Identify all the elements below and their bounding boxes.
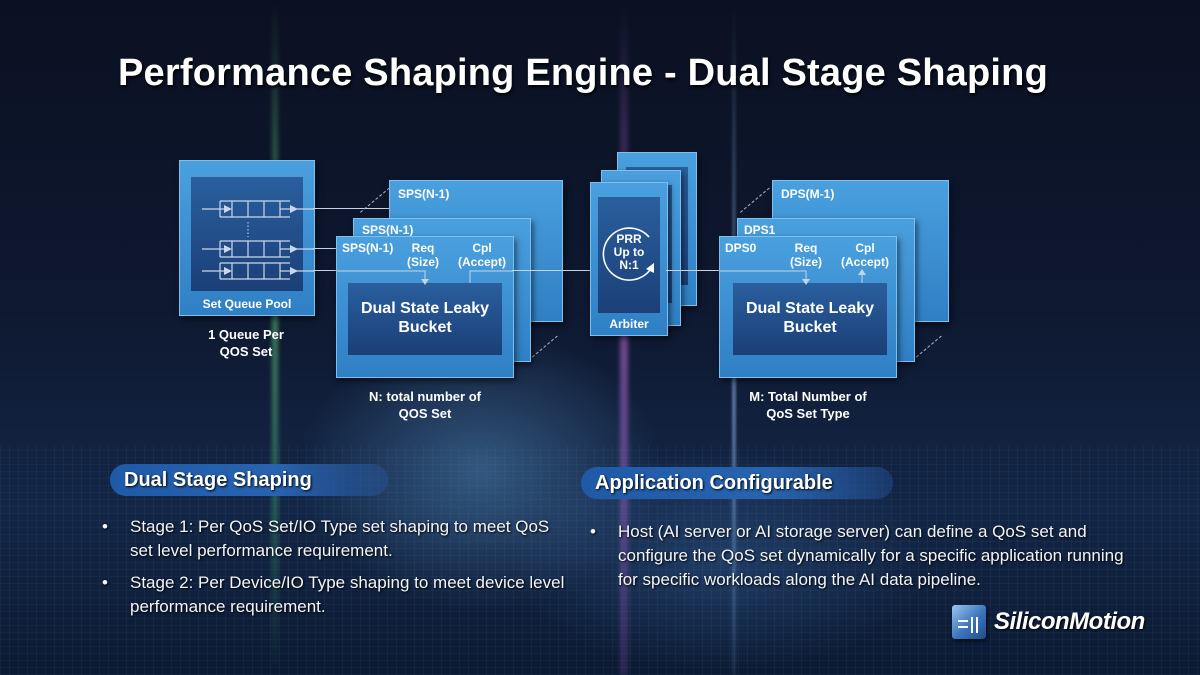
leaky-bucket-label: Dual State Leaky Bucket: [348, 299, 502, 337]
caption-line: QoS Set Type: [766, 406, 850, 421]
arbiter-inner: [598, 197, 660, 313]
req-label: Req (Size): [782, 241, 830, 269]
siliconmotion-logo: SiliconMotion: [952, 605, 1145, 639]
bucket-text: Dual State Leaky: [360, 300, 490, 317]
bullet-text: Stage 1: Per QoS Set/IO Type set shaping…: [130, 517, 550, 560]
siliconmotion-cube-icon: [952, 605, 986, 639]
caption-line: QOS Set: [398, 406, 452, 421]
req-text: Req: [411, 241, 435, 255]
sps-label: SPS(N-1): [342, 241, 394, 255]
bullet-item: • Stage 2: Per Device/IO Type shaping to…: [100, 571, 570, 619]
arbiter-card-front: PRR Up to N:1 Arbiter: [590, 182, 668, 336]
queue-pool-caption: 1 Queue Per QOS Set: [176, 326, 316, 360]
light-beam: [620, 0, 628, 675]
prr-label: PRR Up to N:1: [591, 233, 667, 272]
cpl-accept-text: (Accept): [840, 255, 889, 269]
logo-text: SiliconMotion: [994, 608, 1145, 635]
connector-line: [666, 270, 720, 271]
dps-label: DPS1: [744, 223, 776, 237]
light-beam: [272, 0, 278, 675]
req-label: Req (Size): [399, 241, 447, 269]
queue-pool-label: Set Queue Pool: [202, 297, 292, 311]
sps-card-front: SPS(N-1) Req (Size) Cpl (Accept) Dual St…: [336, 236, 514, 378]
page-title: Performance Shaping Engine - Dual Stage …: [118, 52, 1048, 94]
cpl-label: Cpl (Accept): [453, 241, 511, 269]
queue-icon: [202, 200, 314, 280]
sps-caption: N: total number of QOS Set: [350, 388, 500, 422]
bucket-text: Bucket: [398, 319, 452, 336]
arbiter-label: Arbiter: [609, 317, 649, 331]
perspective-line: [912, 335, 942, 361]
cpl-text: Cpl: [855, 241, 875, 255]
bullet-text: Stage 2: Per Device/IO Type shaping to m…: [130, 573, 565, 616]
leaky-bucket-box: Dual State Leaky Bucket: [348, 283, 502, 355]
req-cpl-arrow-icon: [720, 269, 866, 285]
app-configurable-bullets: • Host (AI server or AI storage server) …: [588, 520, 1148, 600]
leaky-bucket-box: Dual State Leaky Bucket: [733, 283, 887, 355]
prr-text: PRR: [616, 232, 642, 246]
bucket-text: Dual State Leaky: [745, 300, 875, 317]
prr-text: N:1: [619, 258, 639, 272]
bullet-icon: •: [590, 522, 596, 541]
dps-card-front: DPS0 Req (Size) Cpl (Accept) Dual State …: [719, 236, 897, 378]
bullet-icon: •: [102, 573, 108, 592]
req-arrow-icon: [337, 270, 513, 285]
cpl-text: Cpl: [472, 241, 492, 255]
bullet-text: Host (AI server or AI storage server) ca…: [618, 522, 1124, 589]
prr-text: Up to: [613, 245, 645, 259]
perspective-line: [740, 187, 770, 213]
caption-line: 1 Queue Per: [208, 327, 284, 342]
dps-label: DPS0: [725, 241, 757, 255]
section-heading-dual-stage: Dual Stage Shaping: [110, 464, 388, 496]
round-robin-cycle-icon: [602, 227, 654, 281]
sps-label: SPS(N-1): [398, 187, 450, 201]
bullet-item: • Stage 1: Per QoS Set/IO Type set shapi…: [100, 515, 570, 563]
req-size-text: (Size): [406, 255, 439, 269]
leaky-bucket-label: Dual State Leaky Bucket: [733, 299, 887, 337]
caption-line: M: Total Number of: [749, 389, 867, 404]
dps-caption: M: Total Number of QoS Set Type: [733, 388, 883, 422]
bullet-icon: •: [102, 517, 108, 536]
cpl-accept-text: (Accept): [457, 255, 506, 269]
caption-line: QOS Set: [219, 344, 273, 359]
req-size-text: (Size): [789, 255, 822, 269]
bullet-item: • Host (AI server or AI storage server) …: [588, 520, 1148, 592]
caption-line: N: total number of: [369, 389, 481, 404]
connector-line: [512, 270, 592, 271]
section-heading-app-configurable: Application Configurable: [581, 467, 893, 499]
dual-stage-bullets: • Stage 1: Per QoS Set/IO Type set shapi…: [100, 515, 570, 627]
queue-pool-inner: [191, 177, 303, 291]
sps-label: SPS(N-1): [362, 223, 414, 237]
req-text: Req: [794, 241, 818, 255]
set-queue-pool: Set Queue Pool: [179, 160, 315, 316]
cpl-label: Cpl (Accept): [836, 241, 894, 269]
perspective-line: [528, 335, 558, 361]
bucket-text: Bucket: [783, 319, 837, 336]
connector-line: [313, 248, 353, 249]
dps-label: DPS(M-1): [781, 187, 835, 201]
